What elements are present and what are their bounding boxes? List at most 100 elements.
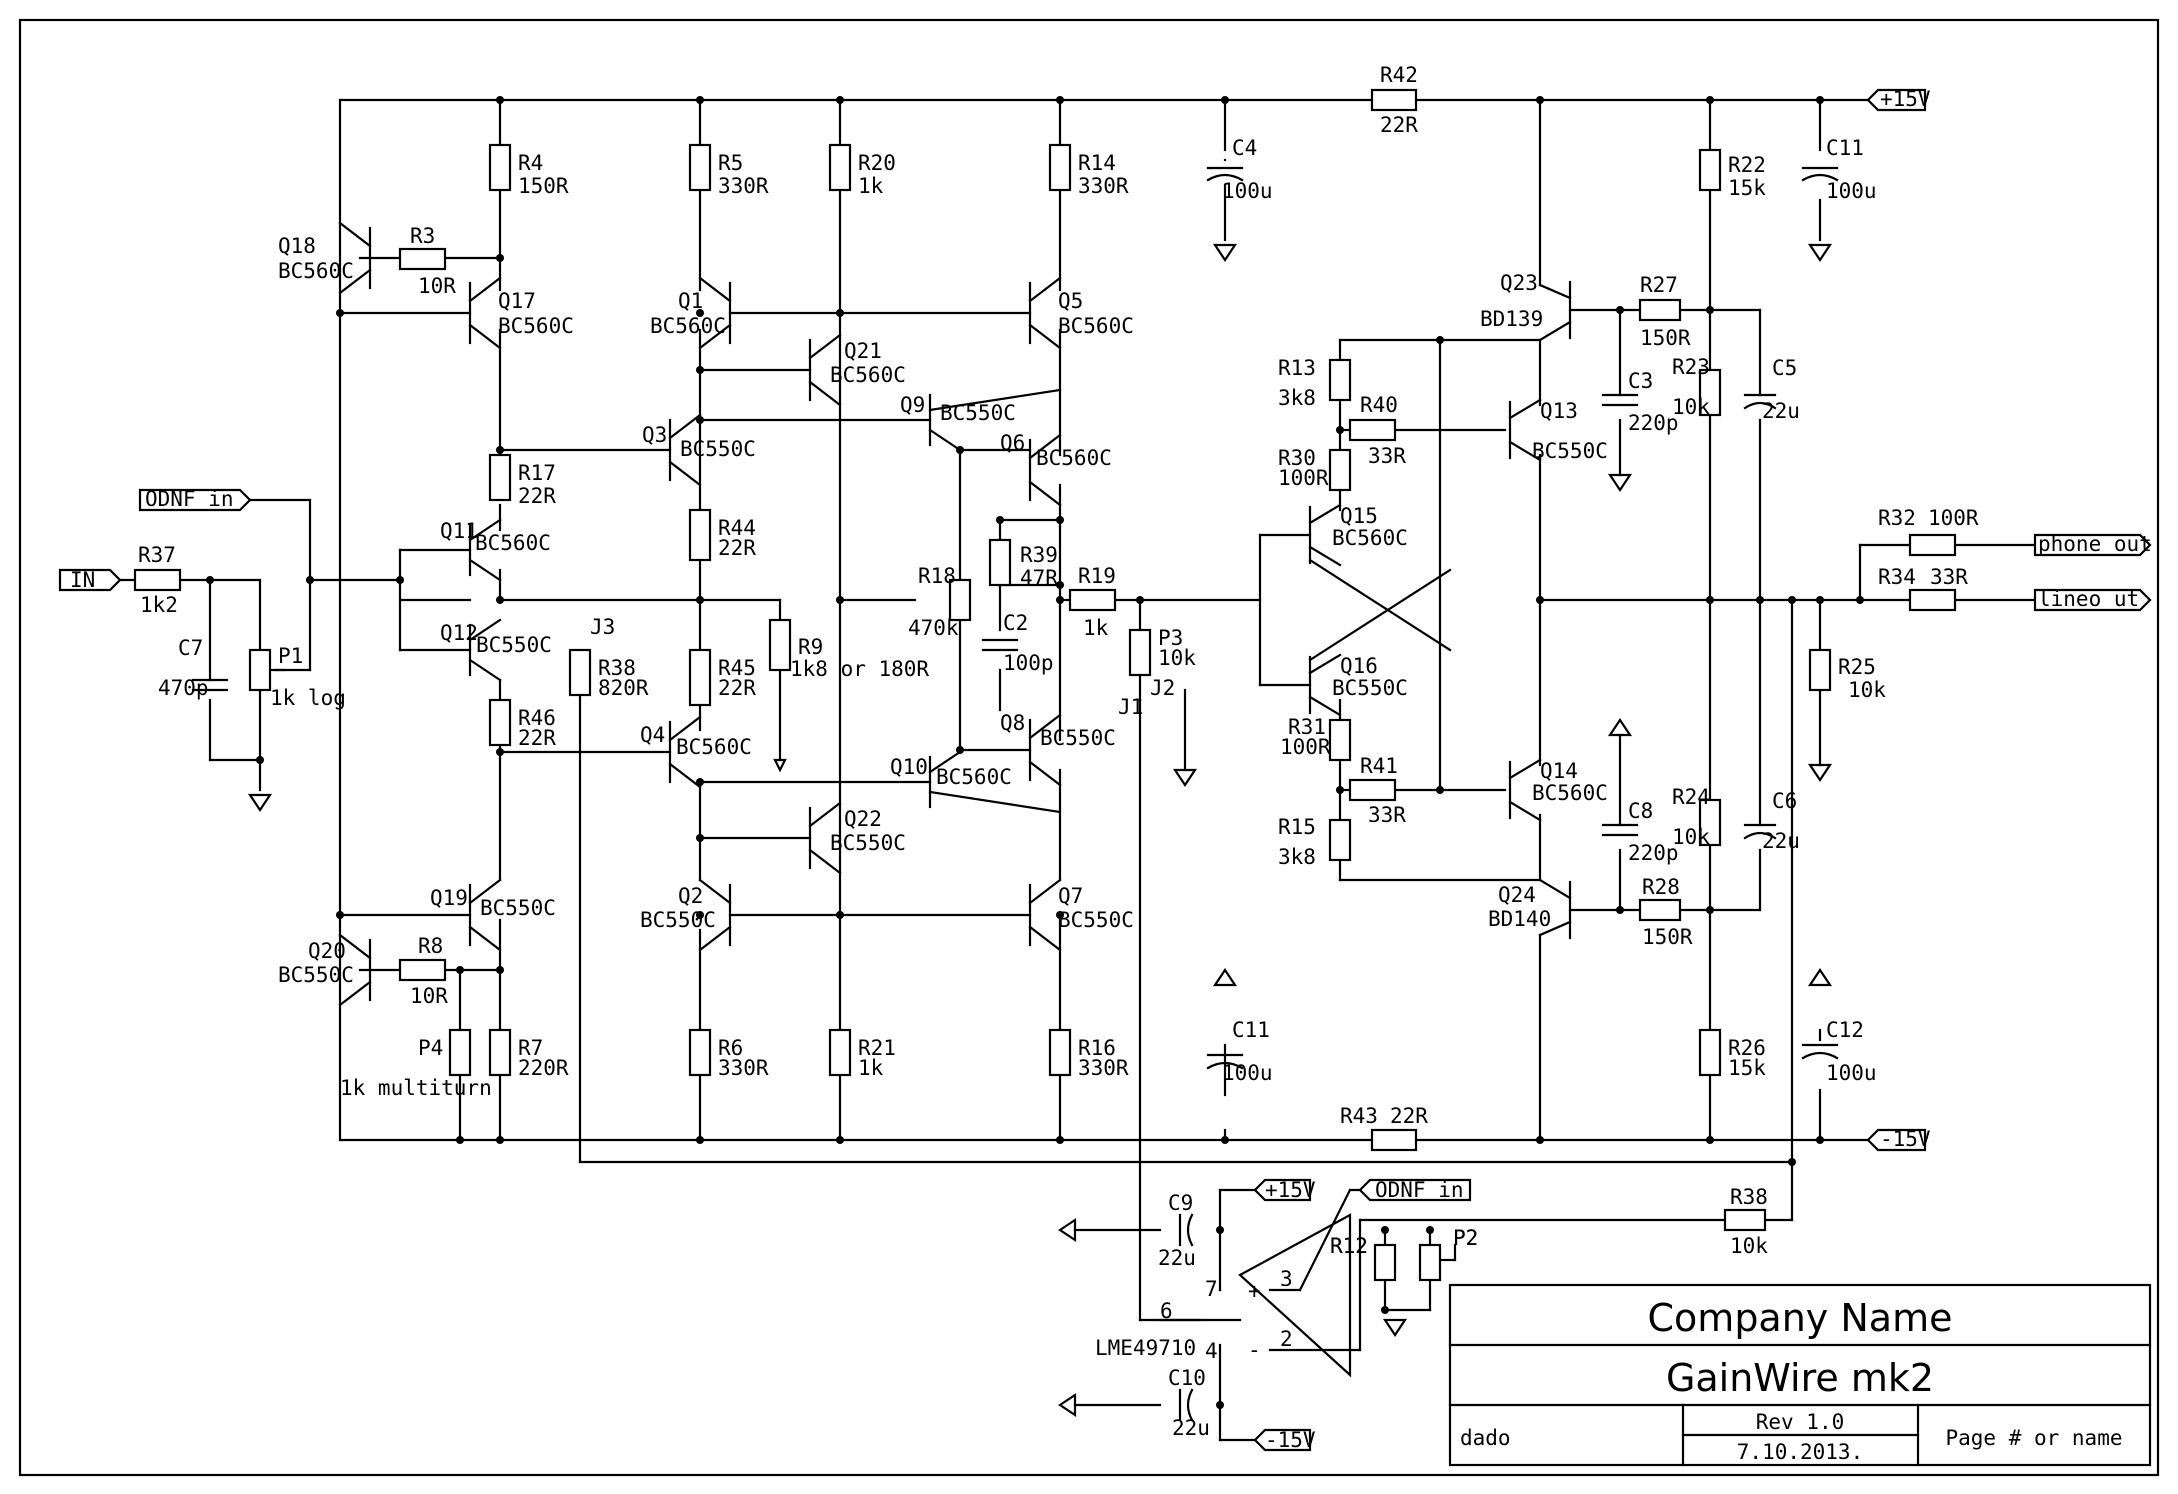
svg-text:10k: 10k — [1158, 646, 1196, 670]
svg-text:Q8: Q8 — [1000, 711, 1025, 735]
svg-text:22R: 22R — [718, 676, 756, 700]
svg-text:R45: R45 — [718, 656, 756, 680]
svg-text:C10: C10 — [1168, 1366, 1206, 1390]
svg-text:1k multiturn: 1k multiturn — [340, 1076, 492, 1100]
svg-text:Q24: Q24 — [1498, 883, 1536, 907]
svg-text:BC550C: BC550C — [476, 633, 552, 657]
svg-text:J2: J2 — [1150, 676, 1175, 700]
svg-text:R21: R21 — [858, 1036, 896, 1060]
svg-text:10R: 10R — [418, 274, 456, 298]
svg-text:150R: 150R — [1640, 326, 1691, 350]
svg-text:P3: P3 — [1158, 626, 1183, 650]
svg-text:BC560C: BC560C — [676, 735, 752, 759]
svg-text:Q6: Q6 — [1000, 431, 1025, 455]
junction-dots — [206, 96, 1864, 1409]
page-name: Page # or name — [1945, 1426, 2122, 1450]
svg-text:100R: 100R — [1280, 735, 1331, 759]
svg-text:R5: R5 — [718, 151, 743, 175]
svg-text:R22: R22 — [1728, 153, 1766, 177]
svg-text:150R: 150R — [518, 174, 569, 198]
svg-text:R34: R34 — [1878, 565, 1916, 589]
svg-text:Q4: Q4 — [640, 723, 665, 747]
svg-text:C11: C11 — [1232, 1018, 1270, 1042]
svg-text:R19: R19 — [1078, 564, 1116, 588]
svg-text:10k: 10k — [1848, 678, 1886, 702]
svg-text:R9: R9 — [798, 635, 823, 659]
svg-text:BC560C: BC560C — [1332, 526, 1408, 550]
svg-text:ODNF in: ODNF in — [1375, 1178, 1464, 1202]
svg-text:330R: 330R — [718, 174, 769, 198]
svg-text:R23: R23 — [1672, 355, 1710, 379]
svg-text:phone out: phone out — [2038, 532, 2152, 556]
svg-text:BC560C: BC560C — [1036, 446, 1112, 470]
svg-text:Q1: Q1 — [678, 289, 703, 313]
svg-text:1k log: 1k log — [270, 686, 346, 710]
jumpers: J3 J2 J1 — [590, 615, 1175, 719]
svg-text:C2: C2 — [1003, 611, 1028, 635]
svg-text:Q22: Q22 — [844, 807, 882, 831]
svg-text:330R: 330R — [718, 1056, 769, 1080]
svg-text:Q10: Q10 — [890, 755, 928, 779]
svg-text:ODNF in: ODNF in — [145, 487, 234, 511]
resistor-r9: R9 — [768, 618, 823, 672]
svg-text:33R: 33R — [1368, 803, 1406, 827]
resistor-r19: R19 1k — [1068, 564, 1117, 640]
svg-text:22u: 22u — [1158, 1246, 1196, 1270]
svg-text:10k: 10k — [1672, 825, 1710, 849]
svg-text:1k: 1k — [858, 174, 884, 198]
port-pos15-opamp: +15V — [1253, 1178, 1316, 1202]
svg-text:BC560C: BC560C — [1058, 314, 1134, 338]
svg-text:R6: R6 — [718, 1036, 743, 1060]
svg-text:R31: R31 — [1288, 715, 1326, 739]
svg-text:6: 6 — [1160, 1299, 1173, 1323]
svg-text:100u: 100u — [1222, 1061, 1273, 1085]
wiring — [58, 98, 2037, 1442]
svg-text:BC550C: BC550C — [480, 896, 556, 920]
svg-text:R8: R8 — [418, 934, 443, 958]
svg-text:C5: C5 — [1772, 356, 1797, 380]
port-flags: +15V -15V +15V -15V IN ODNF in ODNF in p… — [58, 87, 2152, 1452]
svg-text:J1: J1 — [1118, 695, 1143, 719]
svg-text:R24: R24 — [1672, 785, 1710, 809]
svg-text:P4: P4 — [418, 1036, 443, 1060]
port-odnf-in-right: ODNF in — [1358, 1178, 1472, 1202]
svg-text:BC560C: BC560C — [498, 314, 574, 338]
svg-text:lineo ut: lineo ut — [2038, 587, 2139, 611]
svg-text:220p: 220p — [1628, 411, 1679, 435]
svg-text:BC560C: BC560C — [278, 259, 354, 283]
svg-text:R42: R42 — [1380, 63, 1418, 87]
svg-text:BD140: BD140 — [1488, 907, 1551, 931]
svg-text:Q11: Q11 — [440, 519, 478, 543]
svg-text:R20: R20 — [858, 151, 896, 175]
svg-text:150R: 150R — [1642, 925, 1693, 949]
svg-text:BD139: BD139 — [1480, 307, 1543, 331]
author: dado — [1460, 1426, 1511, 1450]
svg-text:R16: R16 — [1078, 1036, 1116, 1060]
svg-text:Q18: Q18 — [278, 234, 316, 258]
svg-text:1k: 1k — [1083, 616, 1109, 640]
